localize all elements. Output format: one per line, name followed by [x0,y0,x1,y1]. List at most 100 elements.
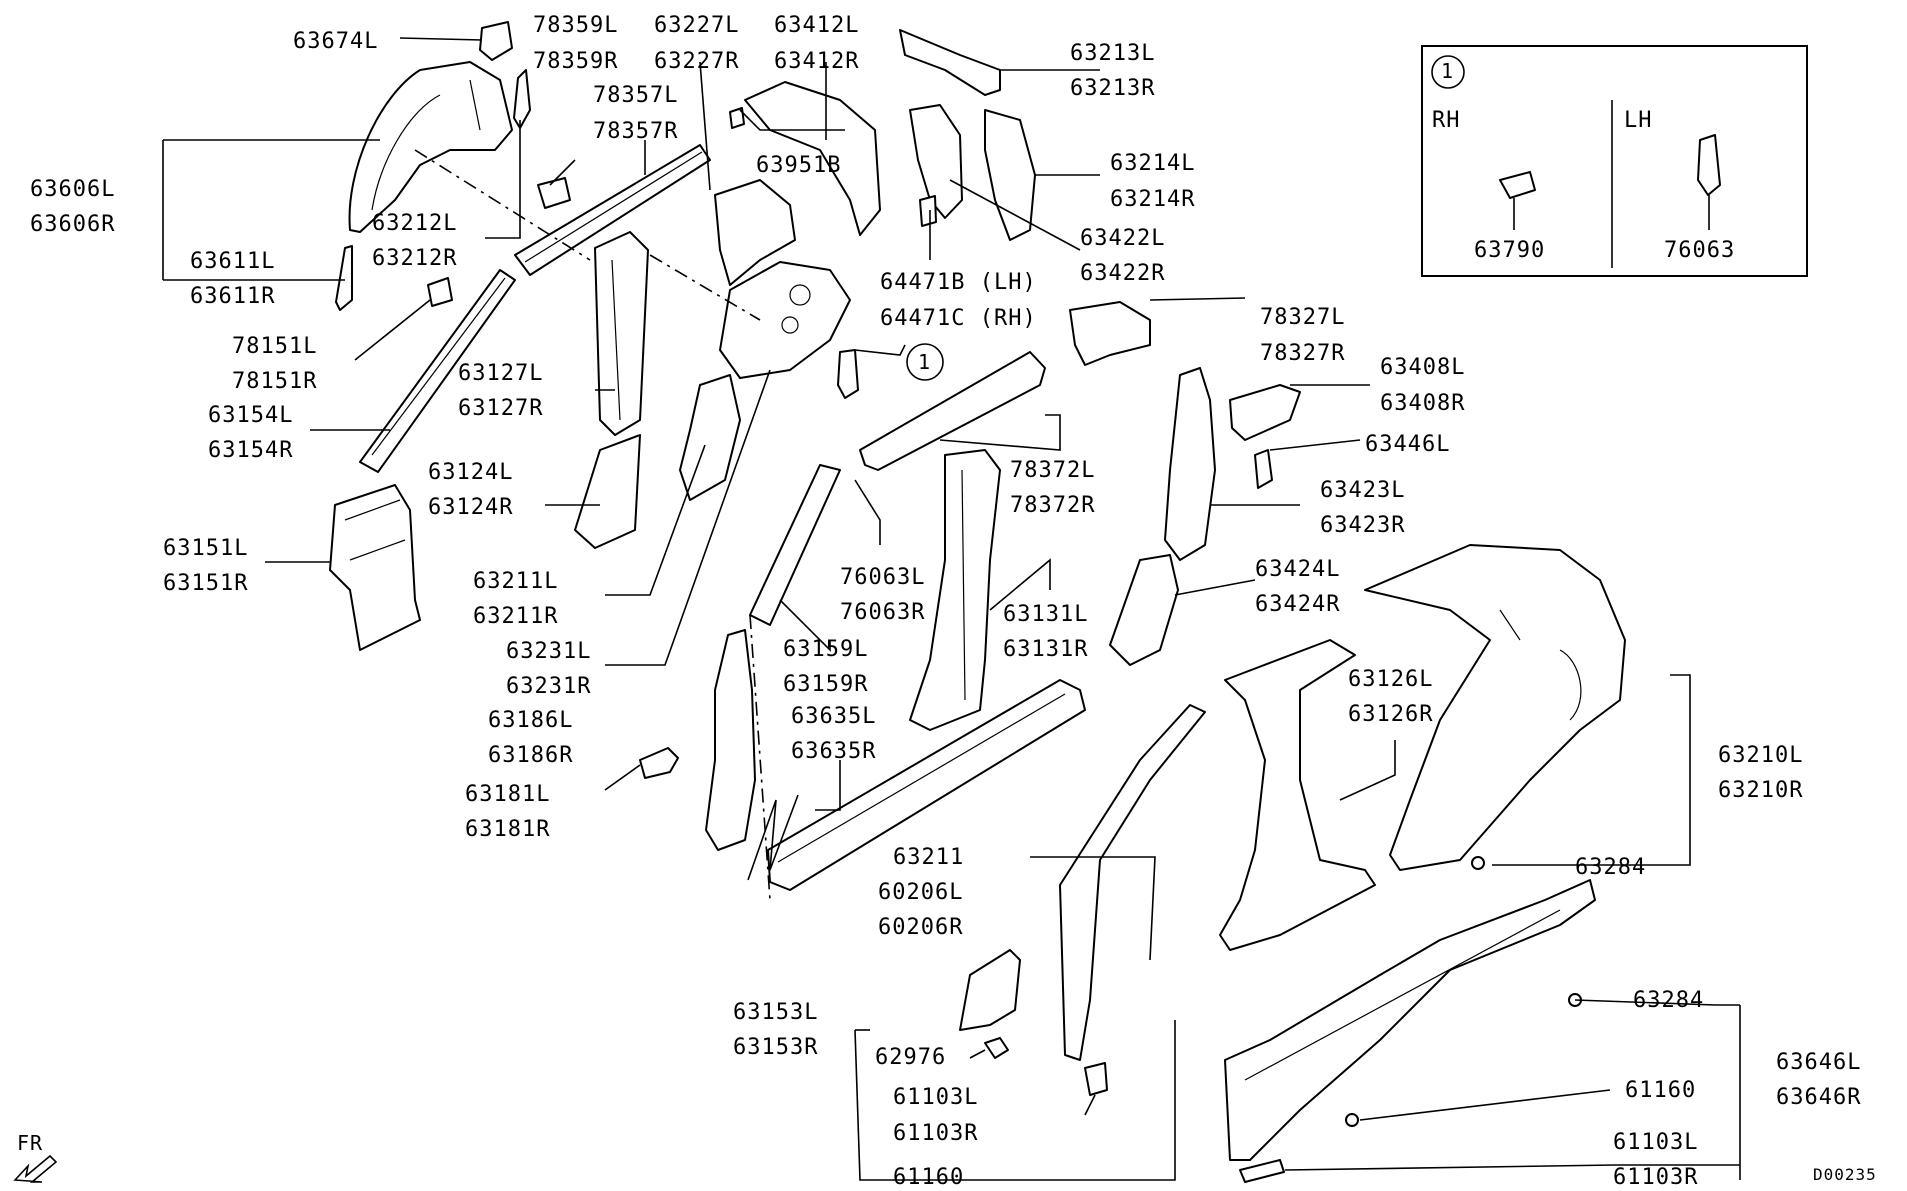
part-63606 [348,61,513,233]
part-63214 [984,109,1036,241]
label-63424L: 63424L [1255,557,1341,582]
label-63211: 63211 [893,845,965,870]
label-61160-bottom: 61160 [893,1165,965,1190]
label-63284-upper: 63284 [1575,855,1647,880]
label-63153L: 63153L [733,1000,819,1025]
part-63231 [719,261,851,379]
callout-number: 1 [918,350,932,374]
inset-part-76063 [1697,134,1721,196]
label-63422L: 63422L [1080,226,1166,251]
inset-rh-label: RH [1432,108,1461,133]
label-63154R: 63154R [208,438,294,463]
label-61103L: 61103L [893,1085,979,1110]
part-63212 [513,69,531,129]
part-62976 [984,1037,1009,1059]
label-63284-lower: 63284 [1633,988,1705,1013]
label-61160-right: 61160 [1625,1078,1697,1103]
label-63124L: 63124L [428,460,514,485]
diagram-code: D00235 [1813,1165,1877,1184]
part-63674L [479,21,513,61]
part-78372 [859,351,1046,471]
center-lines [414,149,771,901]
label-63212R: 63212R [372,246,458,271]
callout-1 [906,343,944,381]
label-63181R: 63181R [465,817,551,842]
label-63446L: 63446L [1365,432,1451,457]
label-78372L: 78372L [1010,458,1096,483]
part-61103-a [1084,1062,1108,1096]
label-63606R: 63606R [30,212,116,237]
label-63154L: 63154L [208,403,294,428]
part-63646 [1224,879,1596,1161]
label-63126R: 63126R [1348,702,1434,727]
label-63153R: 63153R [733,1035,819,1060]
leader-lines [162,37,1741,1181]
label-63131R: 63131R [1003,637,1089,662]
label-63211L: 63211L [473,569,559,594]
label-63151L: 63151L [163,536,249,561]
part-76063-small [837,349,859,399]
label-63186R: 63186R [488,743,574,768]
label-63408L: 63408L [1380,355,1466,380]
label-78327L: 78327L [1260,305,1346,330]
label-63227L: 63227L [654,13,740,38]
label-78357L: 78357L [593,83,679,108]
label-78151R: 78151R [232,369,318,394]
part-63611 [335,245,353,311]
part-61103-b [1239,1159,1285,1183]
part-63126 [1219,639,1376,951]
label-63126L: 63126L [1348,667,1434,692]
direction-label: FR [17,1131,44,1155]
label-64471B: 64471B (LH) [880,270,1037,295]
inset-part-label-76063: 76063 [1664,238,1736,263]
part-63154 [359,269,516,473]
label-63186L: 63186L [488,708,574,733]
part-63446L [1254,449,1273,489]
label-63151R: 63151R [163,571,249,596]
label-63124R: 63124R [428,495,514,520]
label-63412L: 63412L [774,13,860,38]
part-63124 [574,434,641,549]
inset-frame [1421,45,1808,277]
part-63635 [767,679,1086,891]
label-62976: 62976 [875,1045,947,1070]
label-60206R: 60206R [878,915,964,940]
label-63231R: 63231R [506,674,592,699]
label-63159L: 63159L [783,637,869,662]
inset-part-63790 [1499,171,1536,199]
label-78372R: 78372R [1010,493,1096,518]
label-63674L: 63674L [293,29,379,54]
label-63611L: 63611L [190,249,276,274]
label-63646L: 63646L [1776,1050,1862,1075]
label-63423L: 63423L [1320,478,1406,503]
part-61160 [1345,1113,1359,1127]
label-78359L: 78359L [533,13,619,38]
label-64471C: 64471C (RH) [880,306,1037,331]
label-63181L: 63181L [465,782,551,807]
label-63210R: 63210R [1718,778,1804,803]
label-63213L: 63213L [1070,41,1156,66]
part-63131 [909,449,1001,731]
label-61103L-right: 61103L [1613,1130,1699,1155]
part-63186 [705,629,756,851]
part-63284-a [1471,856,1485,870]
label-63408R: 63408R [1380,391,1466,416]
part-63159 [749,464,841,626]
label-76063R: 76063R [840,600,926,625]
inset-callout-number: 1 [1441,59,1455,83]
label-76063L: 76063L [840,565,926,590]
label-63214R: 63214R [1110,187,1196,212]
part-78327 [1069,301,1151,366]
part-63213 [899,29,1001,96]
part-60206 [959,949,1021,1031]
part-63422 [909,104,963,219]
part-63211-inner [679,374,741,501]
label-61103R-right: 61103R [1613,1165,1699,1190]
label-63210L: 63210L [1718,743,1804,768]
part-63151 [329,484,421,651]
label-63212L: 63212L [372,211,458,236]
part-shapes [329,21,1626,1183]
part-64471 [919,195,937,227]
label-61103R: 61103R [893,1121,979,1146]
